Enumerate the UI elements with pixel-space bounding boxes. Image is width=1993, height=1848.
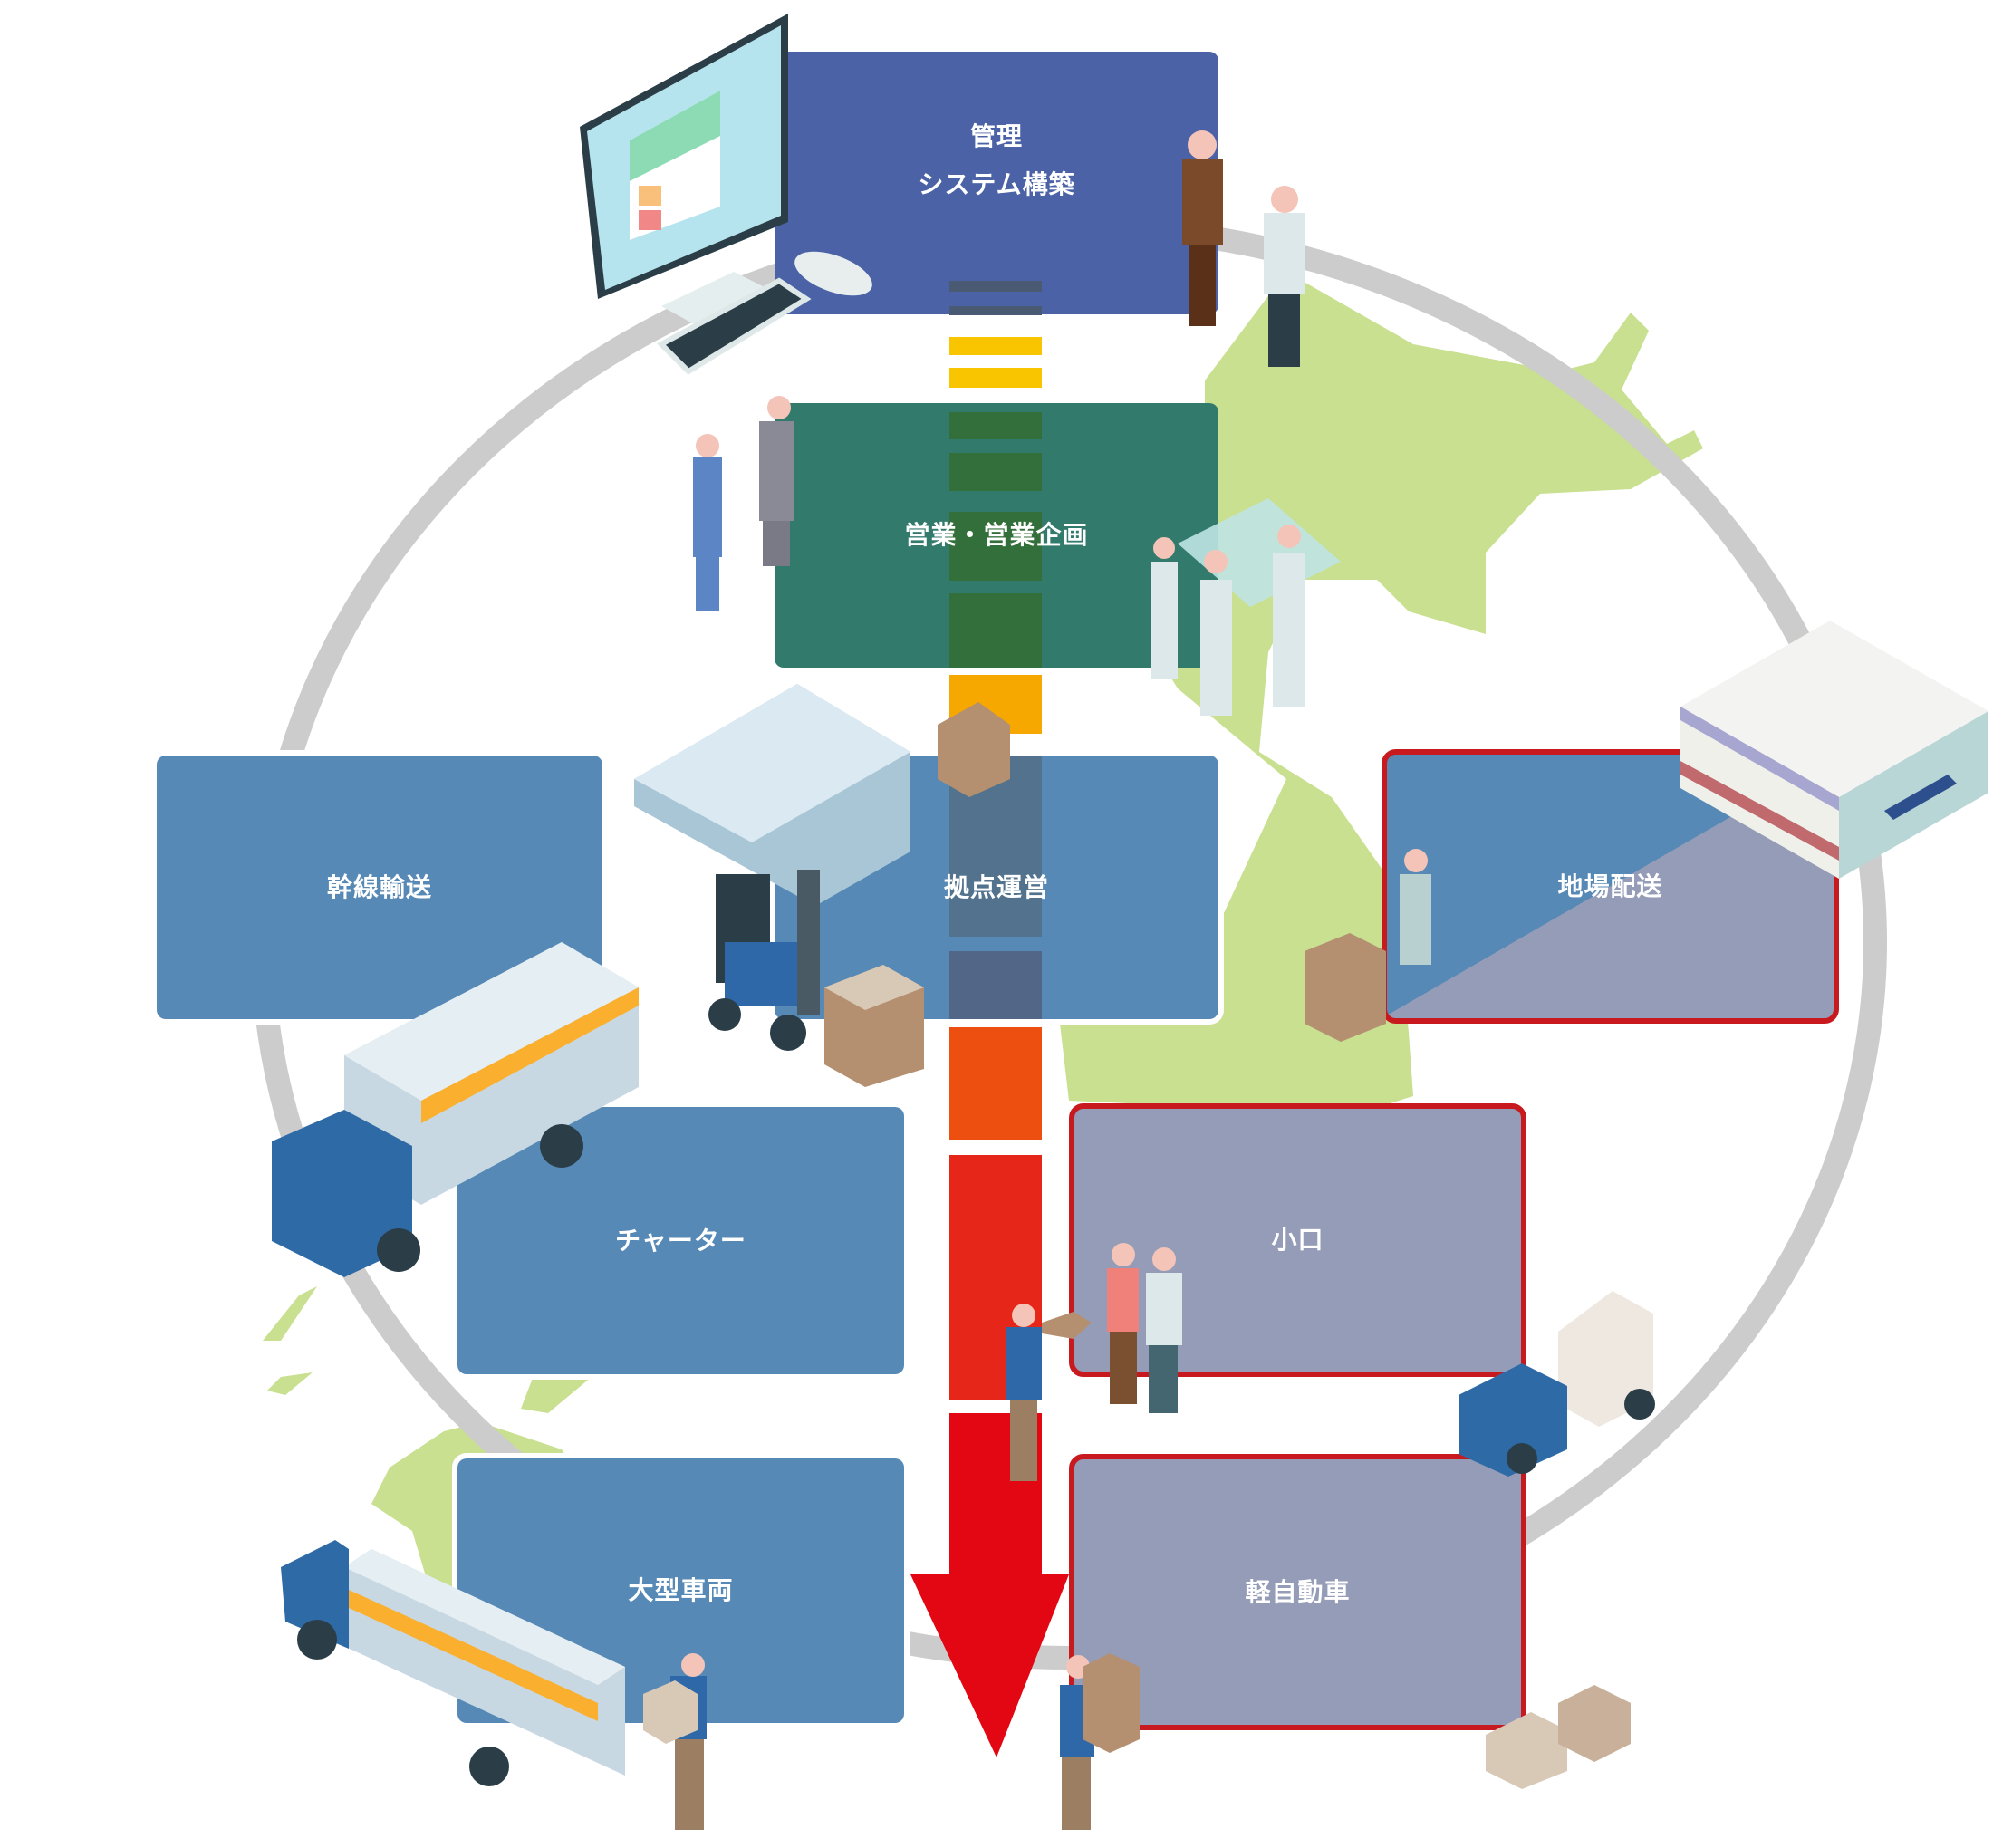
node-management[interactable]: 管理 システム構築 xyxy=(775,52,1218,314)
node-large-vehicle-label: 大型車両 xyxy=(628,1575,734,1606)
node-base-operation[interactable]: 拠点運営 xyxy=(775,756,1218,1019)
node-charter[interactable]: チャーター xyxy=(457,1107,904,1374)
node-light-vehicle-label: 軽自動車 xyxy=(1245,1576,1351,1607)
node-sales[interactable]: 営業・営業企画 xyxy=(775,403,1218,668)
node-local-delivery[interactable]: 地場配送 xyxy=(1382,749,1839,1024)
node-base-operation-label: 拠点運営 xyxy=(943,871,1049,902)
node-trunk-transport-label: 幹線輸送 xyxy=(326,871,432,902)
node-management-label: 管理 システム構築 xyxy=(918,120,1075,199)
node-small-lot[interactable]: 小口 xyxy=(1069,1103,1526,1377)
node-trunk-transport[interactable]: 幹線輸送 xyxy=(157,756,602,1019)
node-light-vehicle[interactable]: 軽自動車 xyxy=(1069,1454,1526,1730)
node-small-lot-label: 小口 xyxy=(1271,1225,1324,1256)
node-large-vehicle[interactable]: 大型車両 xyxy=(457,1458,904,1723)
node-charter-label: チャーター xyxy=(615,1225,746,1256)
node-local-delivery-label: 地場配送 xyxy=(1557,871,1663,901)
node-sales-label: 営業・営業企画 xyxy=(904,520,1089,551)
